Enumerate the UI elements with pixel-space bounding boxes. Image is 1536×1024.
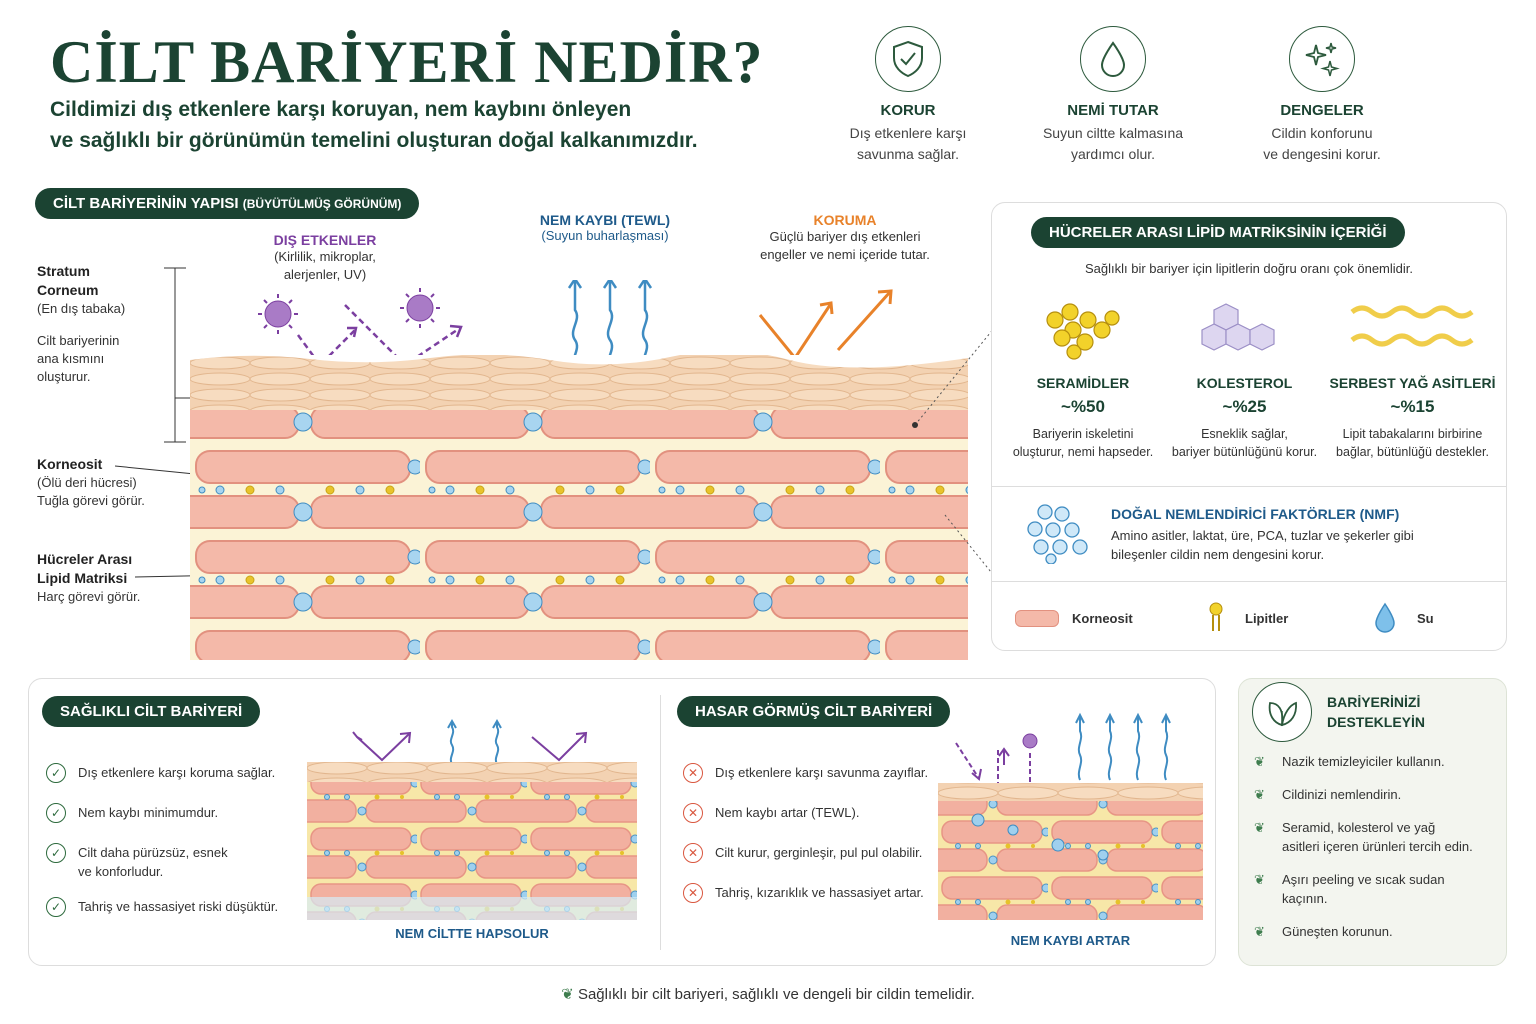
cross-icon: ✕ — [683, 843, 703, 863]
lipid-panel-pill: HÜCRELER ARASI LİPİD MATRİKSİNİN İÇERİĞİ — [1031, 217, 1405, 248]
cross-icon: ✕ — [683, 763, 703, 783]
damaged-caption: NEM KAYBI ARTAR — [1010, 933, 1131, 948]
page-subtitle: Cildimizi dış etkenlere karşı koruyan, n… — [50, 94, 810, 156]
sparkles-icon — [1289, 26, 1355, 92]
list-item: ❦Cildinizi nemlendirin. — [1254, 787, 1402, 802]
check-icon: ✓ — [46, 897, 66, 917]
protection-arrows — [758, 289, 893, 361]
feature-desc: Cildin konforunu — [1271, 125, 1373, 141]
check-icon: ✓ — [46, 763, 66, 783]
list-item: ❦Nazik temizleyiciler kullanın. — [1254, 754, 1445, 769]
corneocyte-label: Korneosit(Ölü deri hücresi)Tuğla görevi … — [37, 456, 145, 508]
lipid-intro: Sağlıklı bir bariyer için lipitlerin doğ… — [1084, 261, 1414, 276]
list-item: ✓Tahriş ve hassasiyet riski düşüktür. — [46, 897, 296, 917]
healthy-caption: NEM CİLTTE HAPSOLUR — [395, 926, 549, 941]
divider — [991, 486, 1507, 487]
feature-protects: KORUR Dış etkenlere karşı savunma sağlar. — [808, 26, 1008, 165]
damaged-list: ✕Dış etkenlere karşı savunma zayıflar. ✕… — [683, 763, 933, 903]
leaf-icon: ❦ — [1254, 924, 1265, 939]
lipid-item-cholesterol: KOLESTEROL~%25 Esneklik sağlar,bariyer b… — [1171, 375, 1318, 459]
list-item: ✕Tahriş, kızarıklık ve hassasiyet artar. — [683, 883, 933, 903]
legend-water: Su — [1417, 611, 1434, 626]
tewl-label: NEM KAYBI (TEWL) (Suyun buharlaşması) — [539, 212, 671, 243]
subtitle-line-2: ve sağlıklı bir görünümün temelini oluşt… — [50, 129, 698, 152]
list-item: ❦Güneşten korunun. — [1254, 924, 1393, 939]
list-item: ✕Dış etkenlere karşı savunma zayıflar. — [683, 763, 933, 783]
microbe-icon — [400, 288, 440, 328]
water-drop-icon — [1375, 602, 1395, 633]
skin-barrier-illustration — [190, 355, 968, 660]
footer-text: Sağlıklı bir cilt bariyeri, sağlıklı ve … — [577, 986, 975, 1003]
feature-desc: savunma sağlar. — [857, 146, 959, 162]
healthy-pill: SAĞLIKLI CİLT BARİYERİ — [42, 696, 261, 727]
damaged-skin-illustration — [938, 712, 1203, 920]
leaf-icon: ❦ — [1254, 787, 1265, 802]
leaf-icon — [1252, 682, 1312, 742]
cholesterol-icon — [1201, 303, 1275, 351]
leaf-icon: ❦ — [1254, 754, 1265, 769]
feature-title: KORUR — [880, 102, 936, 119]
footer: ❦ Sağlıklı bir cilt bariyeri, sağlıklı v… — [0, 985, 1536, 1003]
list-item: ✕Cilt kurur, gerginleşir, pul pul olabil… — [683, 843, 933, 863]
feature-title: NEMİ TUTAR — [1067, 102, 1159, 119]
check-icon: ✓ — [46, 843, 66, 863]
ceramide-icon — [1046, 303, 1120, 360]
support-list: ❦Nazik temizleyiciler kullanın. ❦Cildini… — [1254, 752, 1499, 941]
feature-desc: Suyun ciltte kalmasına — [1042, 125, 1184, 141]
list-item: ✓Nem kaybı minimumdur. — [46, 803, 296, 823]
stratum-bracket — [164, 267, 200, 443]
healthy-list: ✓Dış etkenlere karşı koruma sağlar. ✓Nem… — [46, 763, 296, 917]
corneocyte-legend-swatch — [1015, 610, 1059, 627]
leaf-icon: ❦ — [1254, 872, 1265, 887]
legend-corneocyte: Korneosit — [1072, 611, 1133, 626]
legend-lipids: Lipitler — [1245, 611, 1289, 626]
feature-desc: ve dengesini korur. — [1263, 146, 1381, 162]
shield-check-icon — [875, 26, 941, 92]
lipid-panel — [991, 202, 1507, 651]
leaf-icon: ❦ — [1254, 820, 1265, 835]
damaged-pill: HASAR GÖRMÜŞ CİLT BARİYERİ — [677, 696, 951, 727]
lipid-legend-icon — [1209, 602, 1223, 631]
feature-desc: Dış etkenlere karşı — [849, 125, 967, 141]
list-item: ✕Nem kaybı artar (TEWL). — [683, 803, 933, 823]
subtitle-line-1: Cildimizi dış etkenlere karşı koruyan, n… — [50, 98, 632, 121]
feature-retains-moisture: NEMİ TUTAR Suyun ciltte kalmasına yardımc… — [1013, 26, 1213, 165]
microbe-icon — [258, 294, 298, 334]
water-drop-icon — [1080, 26, 1146, 92]
nmf-text: DOĞAL NEMLENDİRİCİ FAKTÖRLER (NMF) Amino… — [1111, 506, 1414, 562]
cross-icon: ✕ — [683, 803, 703, 823]
structure-pill: CİLT BARİYERİNİN YAPISI (BÜYÜTÜLMÜŞ GÖRÜ… — [35, 188, 420, 219]
feature-balances: DENGELER Cildin konforunu ve dengesini ko… — [1222, 26, 1422, 165]
list-item: ✓Dış etkenlere karşı koruma sağlar. — [46, 763, 296, 783]
leaf-icon: ❦ — [561, 986, 574, 1003]
check-icon: ✓ — [46, 803, 66, 823]
protection-label: KORUMA Güçlü bariyer dış etkenleri engel… — [760, 212, 930, 262]
healthy-skin-illustration — [307, 718, 637, 920]
cross-icon: ✕ — [683, 883, 703, 903]
feature-desc: yardımcı olur. — [1070, 146, 1156, 162]
lipid-item-fatty-acids: SERBEST YAĞ ASİTLERİ~%15 Lipit tabakalar… — [1329, 375, 1496, 459]
fatty-acid-icon — [1350, 305, 1474, 347]
zoom-connectors — [912, 326, 996, 578]
divider — [991, 581, 1507, 582]
divider — [660, 695, 661, 950]
page-title: CİLT BARİYERİ NEDİR? — [50, 29, 764, 95]
feature-title: DENGELER — [1280, 102, 1364, 119]
nmf-icon — [1027, 504, 1088, 564]
external-factors-label: DIŞ ETKENLER (Kirlilik, mikroplar, alerj… — [273, 232, 377, 282]
